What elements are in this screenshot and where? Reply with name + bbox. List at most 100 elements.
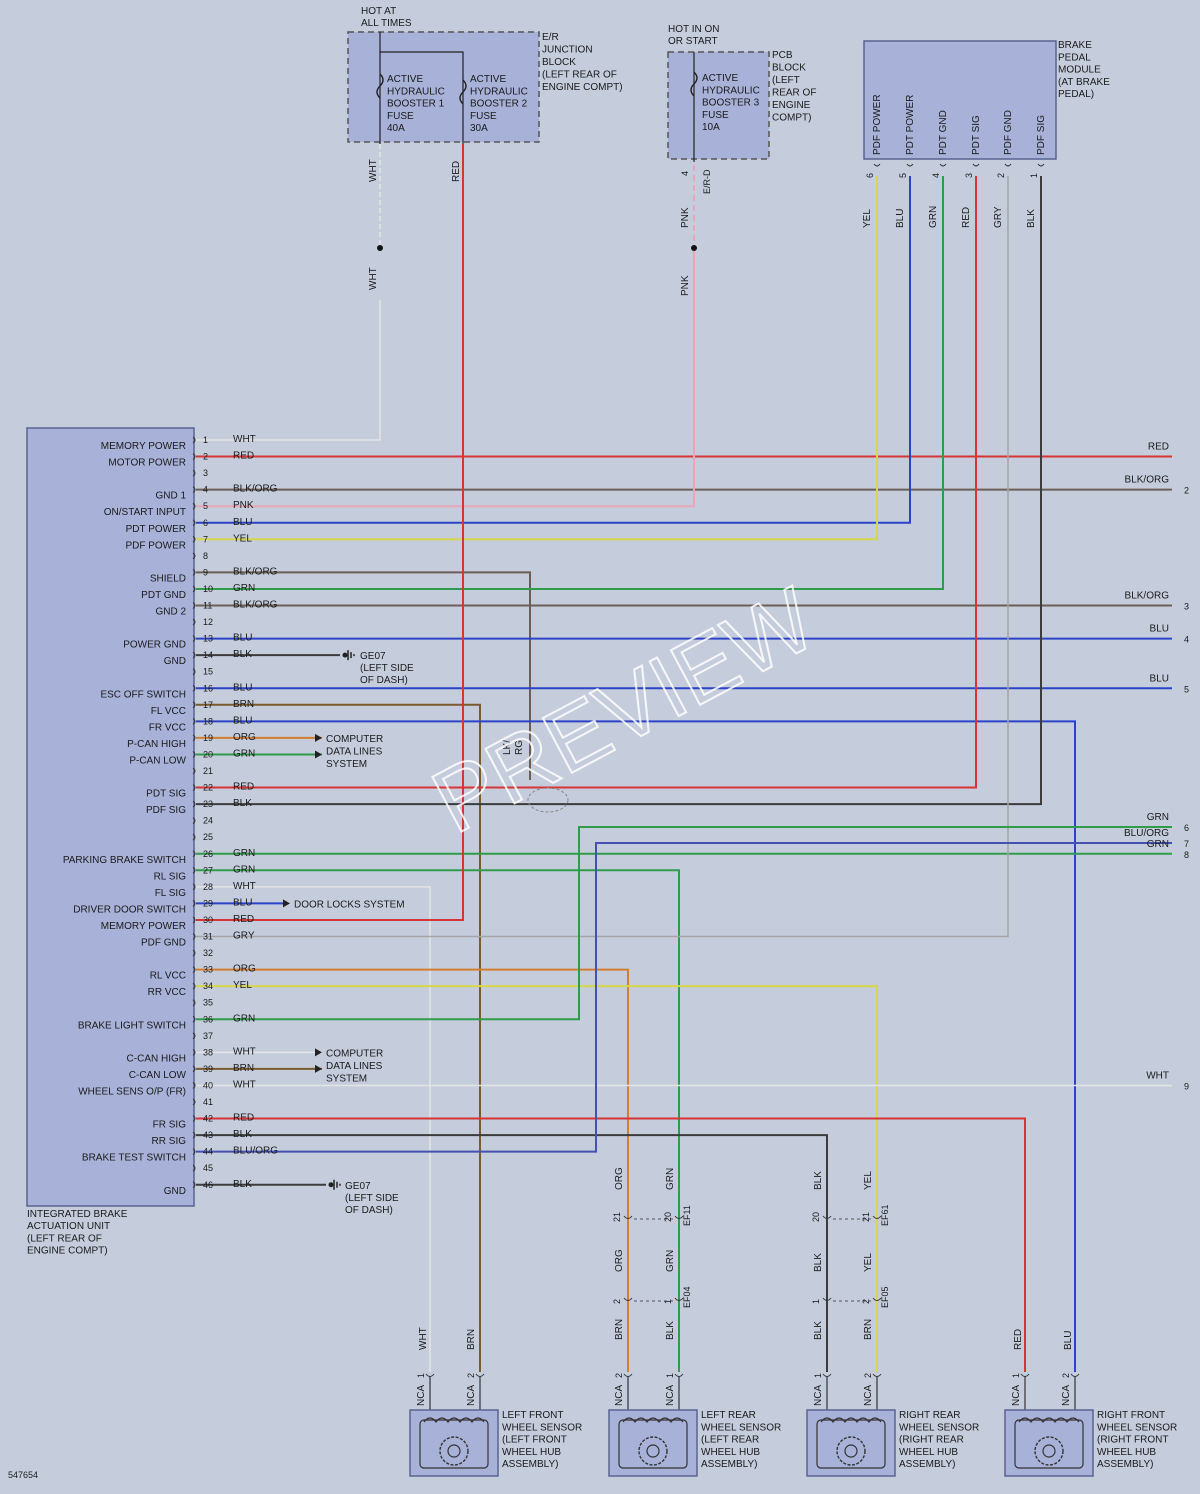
ibau-pin-number-27: 27 (203, 865, 213, 875)
doc-number: 547654 (8, 1470, 38, 1480)
ibau-pin-number-44: 44 (203, 1147, 213, 1157)
computer-data-lines-2-line-0: COMPUTER (326, 1048, 383, 1059)
wheel-sensor-frame-2 (816, 1419, 886, 1469)
exit-wire-label-7: GRN (1147, 839, 1169, 850)
ibau-wire-label-39: BRN (233, 1063, 254, 1074)
harness-mid-label-0: ORG (614, 1249, 625, 1272)
ibau-pin-label-18: FR VCC (149, 722, 186, 733)
wheel-sensor-nca-2-1: NCA (863, 1385, 874, 1406)
bpm-pin-mark-3 (972, 163, 980, 167)
harness-upper-label-2: BLK (813, 1171, 824, 1190)
bpm-pin-mark-4 (939, 163, 947, 167)
wheel-sensor-hub-1 (646, 1444, 660, 1458)
wheel-sensor-name-0-line-1: WHEEL SENSOR (502, 1422, 582, 1433)
bpm-pin-mark-5 (906, 163, 914, 167)
ibau-wire-label-16: BLU (233, 682, 252, 693)
ibau-pin-label-23: PDF SIG (146, 805, 186, 816)
computer-data-lines-1-line-1: DATA LINES (326, 746, 383, 757)
wheel-sensor-name-3-line-1: WHEEL SENSOR (1097, 1422, 1177, 1433)
ibau-pin-number-6: 6 (203, 518, 208, 528)
ibau-pin-mark-28 (192, 883, 196, 891)
wheel-sensor-name-0-line-3: WHEEL HUB (502, 1447, 561, 1458)
fuse-1-label-line-2: BOOSTER 1 (387, 99, 445, 110)
pcb-block-name-line-4: ENGINE (772, 100, 811, 111)
exit-wire-label-2: BLK/ORG (1125, 591, 1170, 602)
arrow-pin-19 (315, 733, 322, 742)
wheel-sensor-name-1-line-3: WHEEL HUB (701, 1447, 760, 1458)
bpm-pin-label-5: PDT POWER (905, 95, 916, 155)
computer-data-lines-2-line-1: DATA LINES (326, 1061, 383, 1072)
ibau-wire-label-18: BLU (233, 715, 252, 726)
ibau-pin-number-9: 9 (203, 567, 208, 577)
sensor-lf-wire-label-brn: BRN (466, 1329, 477, 1350)
ibau-pin-number-31: 31 (203, 932, 213, 942)
wheel-sensor-coil-3 (1018, 1417, 1080, 1423)
fuse-3-symbol (690, 71, 698, 97)
ibau-pin-label-22: PDT SIG (146, 789, 186, 800)
ibau-pin-mark-45 (192, 1164, 196, 1172)
ibau-pin-mark-33 (192, 966, 196, 973)
ibau-pin-number-42: 42 (203, 1114, 213, 1124)
ibau-name-line-3: ENGINE COMPT) (27, 1246, 108, 1257)
harness-low-label-2: BLK (813, 1321, 824, 1340)
ibau-pin-number-10: 10 (203, 584, 213, 594)
ibau-pin-number-24: 24 (203, 816, 213, 826)
wheel-sensor-nca-1-0: NCA (614, 1385, 625, 1406)
ibau-pin-label-20: P-CAN LOW (129, 755, 186, 766)
bpm-pin-number-4: 4 (931, 173, 941, 178)
ibau-pin-number-22: 22 (203, 783, 213, 793)
ibau-pin-mark-30 (192, 916, 196, 924)
harness-upper-label-3: YEL (863, 1171, 874, 1190)
sensor-rf-wire-label-red: RED (1013, 1329, 1024, 1350)
wire-pin-27 (196, 869, 680, 1372)
pcb-connector: E/R-D (702, 169, 712, 194)
ibau-pin-mark-23 (192, 800, 196, 808)
bpm-pin-number-3: 3 (964, 173, 974, 178)
ibau-wire-label-17: BRN (233, 699, 254, 710)
connector-ef61-name: EF61 (880, 1204, 890, 1226)
ibau-pin-number-16: 16 (203, 683, 213, 693)
ibau-pin-number-18: 18 (203, 716, 213, 726)
ibau-pin-mark-11 (192, 602, 196, 609)
ibau-wire-label-46: BLK (233, 1179, 252, 1190)
ibau-wire-label-42: RED (233, 1113, 254, 1124)
wheel-sensor-hub-0 (447, 1444, 461, 1458)
wheel-sensor-frame-1 (618, 1419, 688, 1469)
wheel-sensor-name-2-line-3: WHEEL HUB (899, 1447, 958, 1458)
wire-pin-23 (196, 176, 1042, 806)
pcb-block-name-line-2: (LEFT (772, 75, 800, 86)
exit-number-2: 3 (1184, 602, 1189, 612)
ground-location-2-line-0: (LEFT SIDE (345, 1193, 399, 1204)
ibau-name-line-0: INTEGRATED BRAKE (27, 1209, 128, 1220)
ibau-wire-label-43: BLK (233, 1129, 252, 1140)
ibau-pin-label-4: GND 1 (155, 491, 186, 502)
ibau-pin-number-38: 38 (203, 1047, 213, 1057)
shield-label-2: RG (514, 740, 525, 755)
ibau-pin-number-7: 7 (203, 534, 208, 544)
ibau-pin-number-13: 13 (203, 634, 213, 644)
ground-location-2-line-1: OF DASH) (345, 1205, 393, 1216)
wheel-sensor-name-1-line-4: ASSEMBLY) (701, 1459, 758, 1470)
exit-wire-label-1: BLK/ORG (1125, 475, 1170, 486)
ibau-pin-number-5: 5 (203, 501, 208, 511)
shield-oval (527, 787, 569, 813)
ibau-pin-mark-41 (192, 1098, 196, 1106)
ibau-pin-mark-15 (192, 668, 196, 676)
ibau-pin-number-19: 19 (203, 733, 213, 743)
ibau-pin-mark-37 (192, 1032, 196, 1040)
bpm-pin-label-3: PDT SIG (971, 115, 982, 155)
ibau-pin-mark-19 (192, 734, 196, 742)
ibau-pin-mark-42 (192, 1115, 196, 1122)
wheel-sensor-hub-2 (844, 1444, 858, 1458)
wheel-sensor-pin-mark-3-1 (1070, 1373, 1080, 1377)
ibau-pin-mark-43 (192, 1131, 196, 1139)
ibau-pin-number-12: 12 (203, 617, 213, 627)
pcb-block (667, 51, 770, 160)
brake-pedal-module (863, 40, 1057, 160)
pcb-pin: 4 (680, 171, 690, 176)
ibau-pin-mark-17 (192, 701, 196, 709)
exit-wire-label-6: BLU/ORG (1124, 828, 1169, 839)
wheel-sensor-name-1-line-0: LEFT REAR (701, 1410, 756, 1421)
wire-pin-33 (196, 968, 629, 1372)
